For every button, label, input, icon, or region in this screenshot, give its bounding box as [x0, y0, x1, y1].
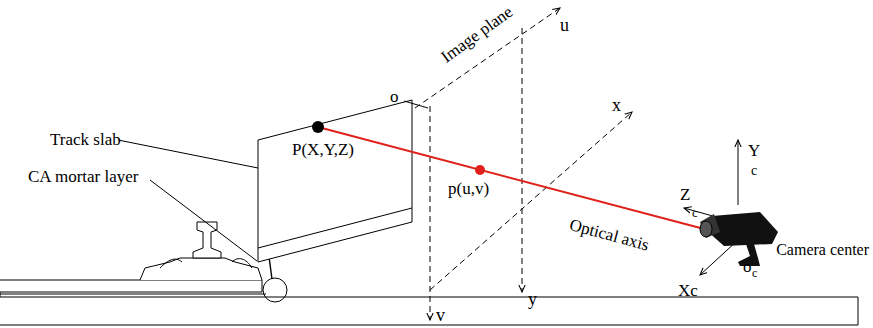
label: P(X,Y,Z) — [292, 141, 354, 158]
label: Z — [680, 186, 690, 203]
label: CA mortar layer — [28, 168, 138, 185]
label-text: o — [390, 87, 399, 106]
label-text: CA mortar layer — [28, 167, 138, 186]
label: u — [560, 16, 569, 34]
leader-line — [118, 140, 258, 168]
label-text: c — [752, 266, 757, 280]
label-text: y — [528, 289, 537, 309]
label: v — [436, 306, 445, 324]
label-text: v — [436, 305, 445, 325]
label-text: u — [560, 15, 569, 35]
camera-axes — [684, 140, 738, 275]
enlarged-slab — [258, 100, 412, 262]
label: y — [528, 290, 537, 308]
label-text: Y — [748, 141, 760, 160]
image-point — [475, 165, 485, 175]
object-point — [312, 121, 324, 133]
leader-line — [150, 180, 257, 261]
label-text: p(u,v) — [448, 179, 489, 198]
camera — [700, 212, 778, 266]
label: Camera center — [776, 242, 869, 258]
label-text: Track slab — [50, 130, 121, 149]
origin-tick — [404, 101, 428, 108]
label: p(u,v) — [448, 180, 489, 197]
label-text: c — [692, 205, 698, 220]
label-text: Z — [680, 185, 690, 204]
label: o — [743, 258, 752, 275]
label: Image plane — [438, 3, 516, 66]
label-text: o — [743, 257, 752, 276]
label: c — [752, 267, 757, 279]
label-text: Optical axis — [567, 215, 651, 254]
label: Track slab — [50, 131, 121, 148]
label: Optical axis — [568, 216, 651, 254]
label: x — [612, 96, 621, 114]
label-text: Xc — [678, 281, 698, 300]
optical-ray — [318, 127, 708, 230]
label-text: P(X,Y,Z) — [292, 140, 354, 159]
label: Xc — [678, 282, 698, 299]
label: c — [692, 206, 698, 219]
label: Y — [748, 142, 760, 159]
label: c — [751, 164, 757, 178]
label: o — [390, 88, 399, 105]
label-text: x — [612, 95, 621, 115]
label-text: c — [751, 163, 757, 178]
label-text: Image plane — [437, 2, 516, 66]
label-text: Camera center — [776, 241, 869, 258]
